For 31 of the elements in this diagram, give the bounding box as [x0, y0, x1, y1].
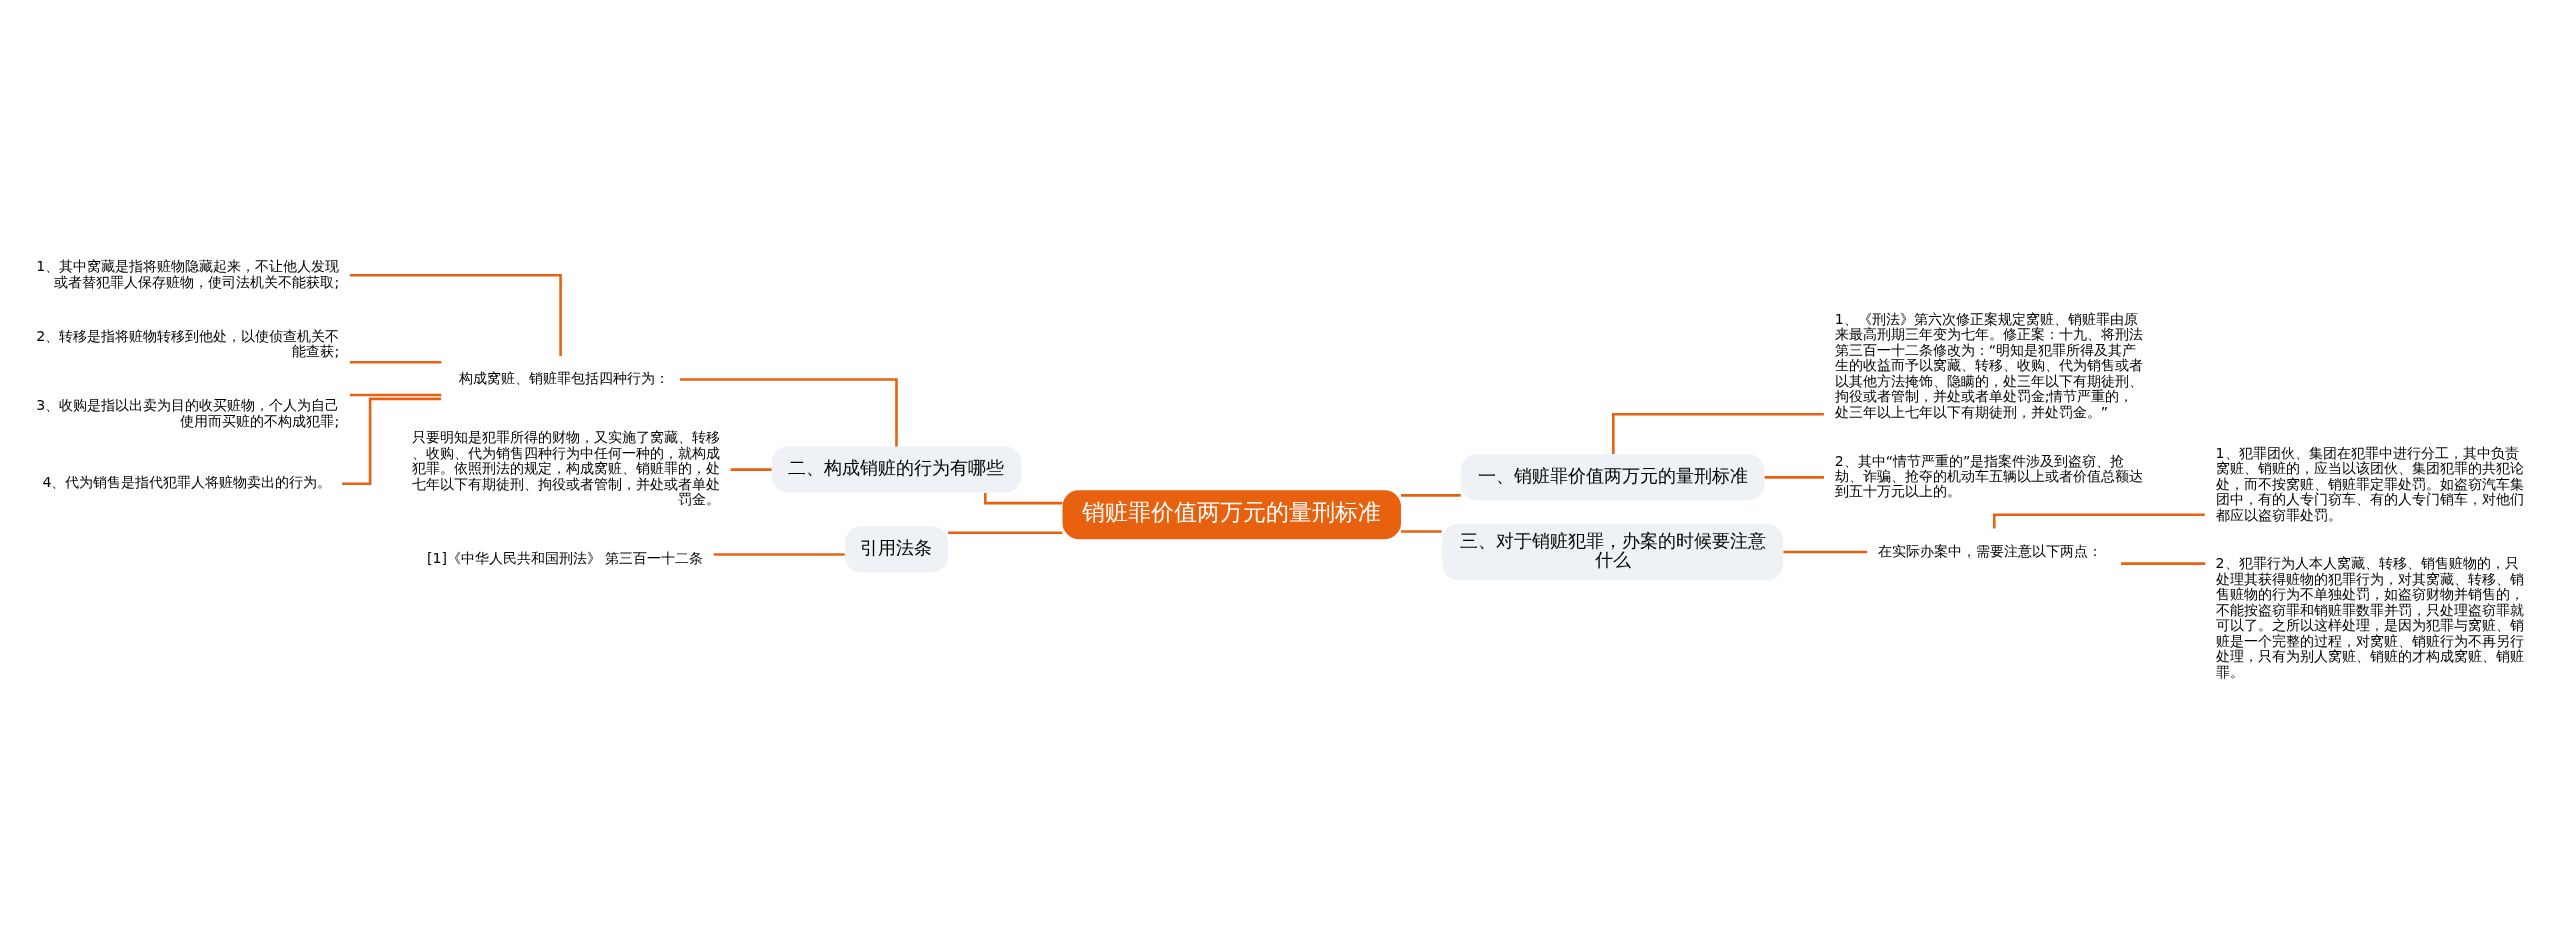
node-box: 一、销赃罪价值两万元的量刑标准	[1460, 453, 1765, 501]
node-box: 引用法条	[845, 525, 948, 573]
connector	[349, 360, 442, 363]
connector	[730, 467, 772, 471]
connector	[1612, 412, 1824, 454]
node-text: 2、其中“情节严重的”是指案件涉及到盗窃、抢劫、诈骗、抢夺的机动车五辆以上或者价值总额达到五十万元以上的。	[1834, 452, 2143, 499]
node-box: 三、对于销赃犯罪，办案的时候要注意什么	[1442, 523, 1784, 580]
connector	[1401, 529, 1442, 533]
connector	[1783, 550, 1868, 553]
node-text: 1、《刑法》第六次修正案规定窝赃、销赃罪由原来最高刑期三年变为七年。修正案：十九、将刑法第三百一十二条修改为：“明知是犯罪所得及其产生的收益而予以窝藏、转移、收购、代为销售或者以其他方法掩饰、隐瞒的，处三年以下有期徒刑、拘役或者管制，并处或者单处罚金;情节严重的，处三年以上七年以下有期徒刑，并处罚金。”	[1834, 310, 2143, 420]
node-text: [1]《中华人民共和国刑法》 第三百一十二条	[426, 549, 704, 566]
connector	[349, 273, 562, 356]
connector	[349, 393, 442, 396]
connector	[679, 377, 898, 446]
connector	[1764, 475, 1825, 479]
connector	[2121, 561, 2206, 565]
connector	[713, 552, 845, 556]
node-text: 2、犯罪行为人本人窝藏、转移、销售赃物的，只处理其获得赃物的犯罪行为，对其窝藏、转移、销售赃物的行为不单独处罚，如盗窃财物并销售的，不能按盗窃罪和销赃罪数罪并罚，只处理盗窃罪就可以了。之所以这样处理，是因为犯罪与窝赃、销赃是一个完整的过程，对窝赃、销赃行为不再另行处理，只有为别人窝赃、销赃的才构成窝赃、销赃罪。	[2215, 554, 2524, 680]
connector	[948, 530, 1063, 534]
node-text: 3、收购是指以出卖为目的收买赃物，个人为自己使用而买赃的不构成犯罪;	[36, 396, 340, 429]
node-box: 销赃罪价值两万元的量刑标准	[1062, 489, 1401, 539]
node-text: 1、其中窝藏是指将赃物隐藏起来，不让他人发现或者替犯罪人保存赃物，使司法机关不能获取;	[36, 257, 340, 290]
node-text: 1、犯罪团伙、集团在犯罪中进行分工，其中负责窝赃、销赃的，应当以该团伙、集团犯罪的共犯论处，而不按窝赃、销赃罪定罪处罚。如盗窃汽车集团中，有的人专门窃车、有的人专门销车，对他们都应以盗窃罪处罚。	[2215, 444, 2524, 523]
connector	[984, 492, 1063, 504]
node-text: 2、转移是指将赃物转移到他处，以使侦查机关不能查获;	[36, 327, 340, 359]
node-box: 二、构成销赃的行为有哪些	[771, 446, 1022, 493]
connector	[1401, 493, 1461, 497]
node-text: 只要明知是犯罪所得的财物，又实施了窝藏、转移、收购、代为销售四种行为中任何一种的，就构成犯罪。依照刑法的规定，构成窝赃、销赃罪的，处七年以下有期徒刑、拘役或者管制，并处或者单处罚金。	[412, 428, 721, 507]
node-text: 构成窝赃、销赃罪包括四种行为：	[459, 369, 670, 386]
node-text: 在实际办案中，需要注意以下两点：	[1877, 542, 2102, 559]
node-text: 4、代为销售是指代犯罪人将赃物卖出的行为。	[42, 473, 332, 490]
